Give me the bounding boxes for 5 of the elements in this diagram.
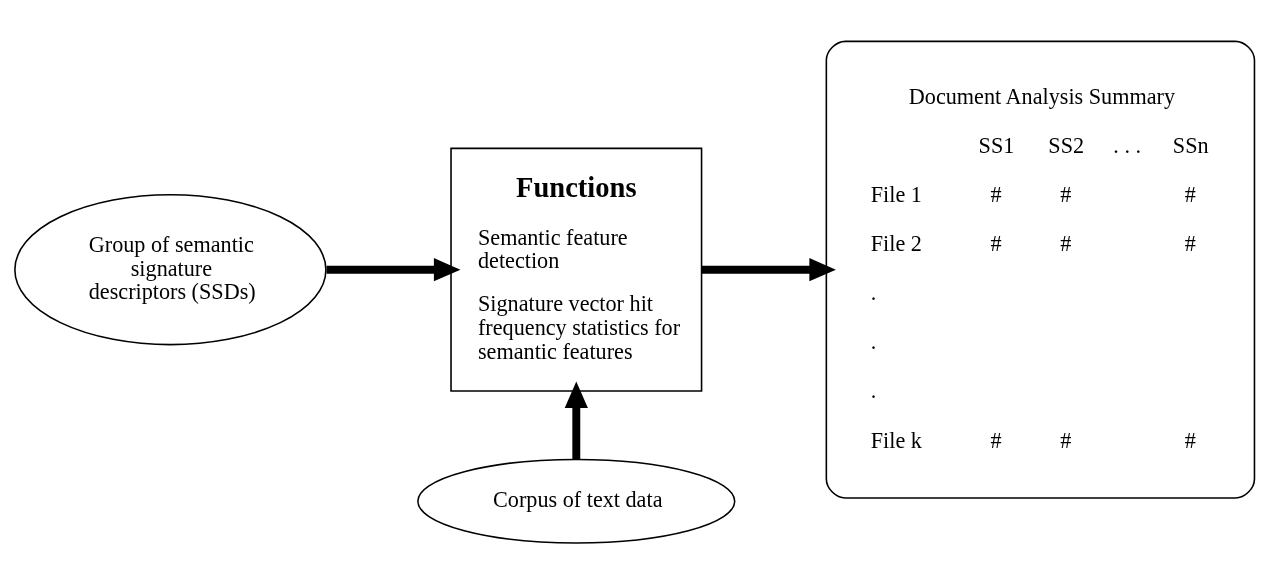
node-box: Functions Semantic feature detection Signature vector hit frequency statistics for semantic features [450, 147, 703, 392]
arrow [564, 381, 588, 460]
node-ellipse: Corpus of text data [417, 458, 736, 544]
node-box: Document Analysis Summary SS1 SS2 . . . SSn File 1 # # # File 2 # # # . . . File k # # # [825, 40, 1256, 499]
node-ellipse: Group of semantic signature descriptors (SSDs) [14, 193, 327, 346]
